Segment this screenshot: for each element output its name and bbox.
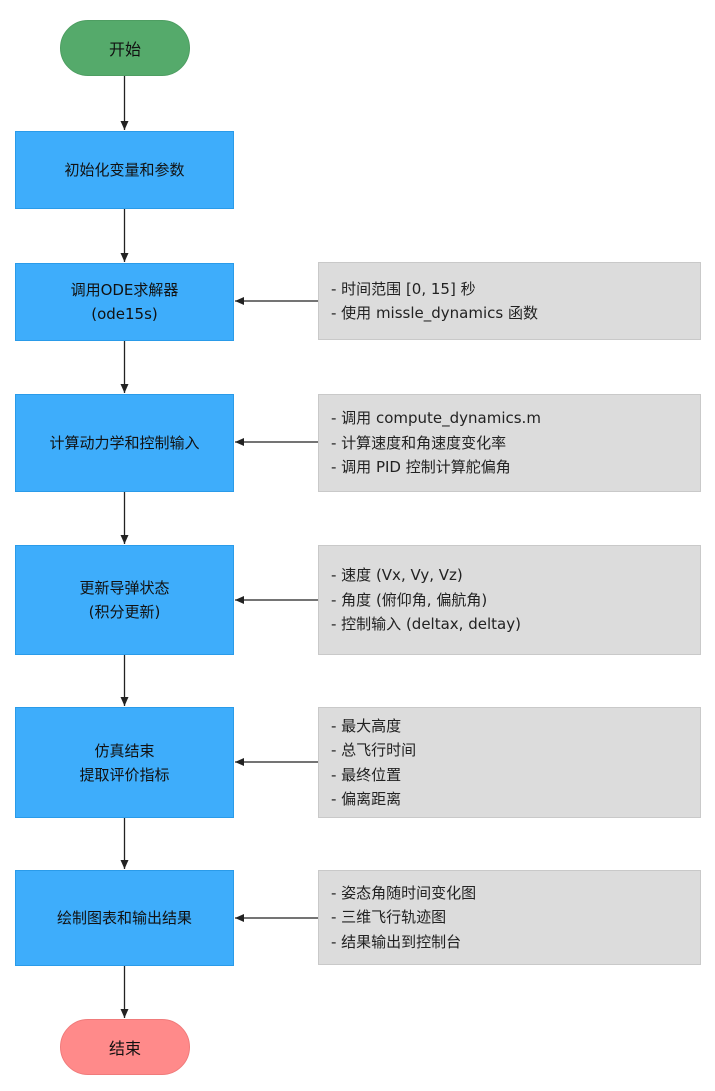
step-label: 绘制图表和输出结果 (56, 909, 192, 927)
step-init-variables: 初始化变量和参数 (15, 131, 234, 209)
note-compute-dynamics: - 调用 compute_dynamics.m - 计算速度和角速度变化率 - … (318, 394, 701, 492)
step-label: 更新导弹状态 (79, 579, 170, 597)
step-sublabel: (积分更新) (88, 603, 161, 621)
end-label: 结束 (108, 1039, 141, 1058)
note-item: - 控制输入 (deltax, deltay) (331, 615, 521, 634)
note-update-state: - 速度 (Vx, Vy, Vz) - 角度 (俯仰角, 偏航角) - 控制输入… (318, 545, 701, 655)
note-item: - 偏离距离 (331, 790, 402, 808)
step-label: 调用ODE求解器 (70, 281, 179, 299)
step-plot-and-output: 绘制图表和输出结果 (15, 870, 234, 966)
step-label: 计算动力学和控制输入 (49, 434, 200, 452)
step-sublabel: 提取评价指标 (79, 765, 170, 784)
step-call-ode-solver: 调用ODE求解器 (ode15s) (15, 263, 234, 341)
note-item: - 总飞行时间 (331, 741, 417, 759)
note-item: - 结果输出到控制台 (331, 932, 462, 951)
start-label: 开始 (108, 40, 141, 59)
note-item: - 三维飞行轨迹图 (331, 908, 447, 927)
note-item: - 姿态角随时间变化图 (331, 883, 477, 902)
step-update-missile-state: 更新导弹状态 (积分更新) (15, 545, 234, 655)
start-node: 开始 (60, 20, 190, 76)
step-sublabel: (ode15s) (91, 305, 158, 323)
note-item: - 调用 compute_dynamics.m (331, 409, 541, 428)
note-ode-solver: - 时间范围 [0, 15] 秒 - 使用 missle_dynamics 函数 (318, 262, 701, 340)
step-label: 初始化变量和参数 (64, 161, 185, 179)
note-item: - 时间范围 [0, 15] 秒 (331, 279, 476, 298)
note-item: - 速度 (Vx, Vy, Vz) (331, 566, 463, 585)
note-item: - 最大高度 (331, 716, 402, 735)
step-simulation-end: 仿真结束 提取评价指标 (15, 707, 234, 818)
note-evaluation-metrics: - 最大高度 - 总飞行时间 - 最终位置 - 偏离距离 (318, 707, 701, 818)
note-item: - 计算速度和角速度变化率 (331, 433, 507, 452)
note-item: - 角度 (俯仰角, 偏航角) (331, 590, 488, 609)
note-item: - 使用 missle_dynamics 函数 (331, 304, 538, 322)
step-label: 仿真结束 (94, 741, 155, 760)
end-node: 结束 (60, 1019, 190, 1075)
note-item: - 调用 PID 控制计算舵偏角 (331, 458, 511, 477)
note-plot-output: - 姿态角随时间变化图 - 三维飞行轨迹图 - 结果输出到控制台 (318, 870, 701, 965)
step-compute-dynamics: 计算动力学和控制输入 (15, 394, 234, 492)
note-item: - 最终位置 (331, 765, 402, 784)
